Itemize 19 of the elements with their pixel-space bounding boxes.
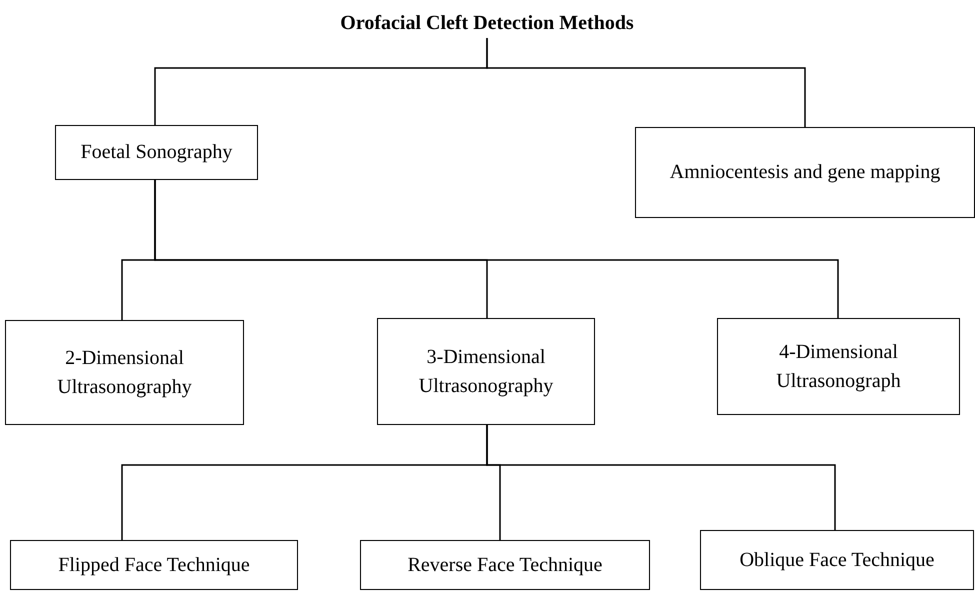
box-label: Amniocentesis and gene mapping [668, 160, 942, 185]
method-box [717, 318, 960, 415]
box-label: Reverse Face Technique [406, 552, 604, 578]
method-box [377, 318, 595, 425]
method-box [55, 125, 258, 180]
method-box [5, 320, 244, 425]
box-label: Foetal Sonography [80, 140, 234, 165]
connector-line [486, 38, 806, 127]
box-label: Flipped Face Technique [57, 552, 251, 578]
method-box [700, 530, 974, 590]
diagram-title: Orofacial Cleft Detection Methods [300, 8, 674, 38]
box-label: Oblique Face Technique [738, 548, 936, 572]
box-label: 4-Dimensional Ultrasonograph [775, 340, 902, 394]
method-box [635, 127, 975, 218]
box-label: 3-Dimensional Ultrasonography [418, 344, 554, 398]
box-label: 2-Dimensional Ultrasonography [56, 346, 193, 400]
connector-line [486, 425, 836, 530]
method-box [360, 540, 650, 590]
method-box [10, 540, 298, 590]
